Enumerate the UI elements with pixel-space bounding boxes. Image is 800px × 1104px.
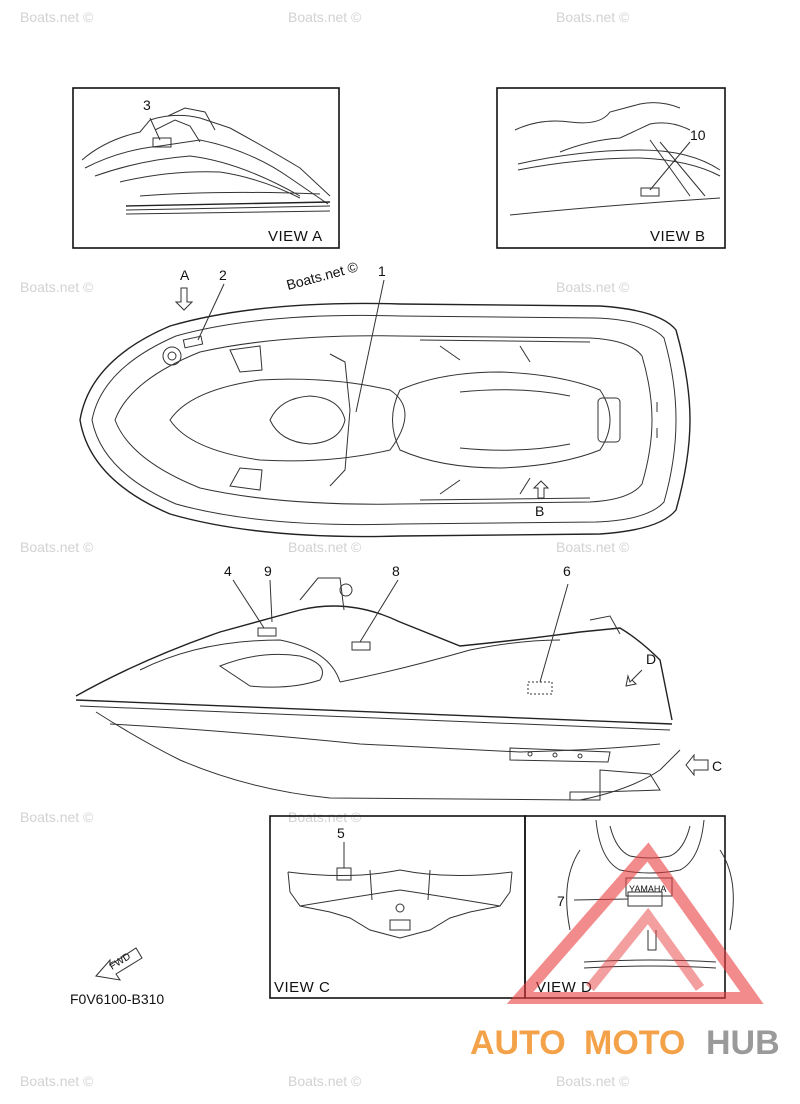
- view-d-arrow-label: D: [646, 651, 656, 667]
- fwd-label: FWD: [108, 951, 133, 972]
- view-b-arrow-label: B: [535, 503, 544, 519]
- view-a-label: VIEW A: [268, 228, 323, 245]
- logo-hub: HUB: [706, 1024, 780, 1062]
- callout-9: 9: [264, 563, 272, 579]
- view-c-panel: 5 VIEW C: [269, 815, 526, 999]
- watermark: Boats.net ©: [556, 539, 630, 555]
- watermark: Boats.net ©: [288, 1073, 362, 1089]
- watermark-header: Boats.net ©: [285, 258, 361, 293]
- view-a-panel: 3 VIEW A: [72, 87, 340, 249]
- view-b-label: VIEW B: [650, 228, 706, 245]
- watermark: Boats.net ©: [20, 279, 94, 295]
- watermark: Boats.net ©: [20, 1073, 94, 1089]
- callout-5: 5: [337, 825, 345, 841]
- logo-auto: AUTO: [470, 1024, 566, 1062]
- watermark: Boats.net ©: [20, 539, 94, 555]
- callout-6: 6: [563, 563, 571, 579]
- callout-1: 1: [378, 263, 386, 279]
- watermarks: Boats.net © Boats.net © Boats.net © Boat…: [20, 9, 630, 1089]
- watermark: Boats.net ©: [556, 279, 630, 295]
- view-c-arrow-icon: [685, 753, 709, 777]
- callout-10: 10: [690, 127, 706, 143]
- view-a-arrow-label: A: [180, 267, 190, 283]
- view-d-arrow-icon: [625, 669, 643, 687]
- view-d-panel: YAMAHA 7 VIEW D: [524, 815, 734, 999]
- view-c-label: VIEW C: [274, 979, 330, 996]
- part-code: F0V6100-B310: [70, 991, 164, 1007]
- automotohub-logo: AUTO MOTO HUB: [470, 842, 780, 1062]
- view-b-arrow-icon: [532, 480, 550, 499]
- view-c-arrow-label: C: [712, 758, 722, 774]
- watermark: Boats.net ©: [556, 1073, 630, 1089]
- watermark: Boats.net ©: [20, 809, 94, 825]
- callout-7: 7: [557, 893, 565, 909]
- view-d-label: VIEW D: [536, 979, 592, 996]
- watermark: Boats.net ©: [20, 9, 94, 25]
- watermark: Boats.net ©: [288, 9, 362, 25]
- fwd-arrow: FWD: [95, 947, 143, 981]
- watermark: Boats.net ©: [288, 809, 362, 825]
- view-a-arrow-icon: [174, 287, 194, 311]
- top-view-watercraft: 1 2 A B Boats.net ©: [79, 258, 691, 538]
- watermark: Boats.net ©: [288, 539, 362, 555]
- callout-8: 8: [392, 563, 400, 579]
- callout-3: 3: [143, 97, 151, 113]
- watermark: Boats.net ©: [556, 9, 630, 25]
- logo-moto: MOTO: [584, 1024, 685, 1062]
- view-b-panel: 10 VIEW B: [496, 87, 726, 249]
- side-view-watercraft: 6 4 9 8 D C: [75, 563, 722, 801]
- yamaha-badge: YAMAHA: [629, 884, 666, 894]
- callout-2: 2: [219, 267, 227, 283]
- callout-4: 4: [224, 563, 232, 579]
